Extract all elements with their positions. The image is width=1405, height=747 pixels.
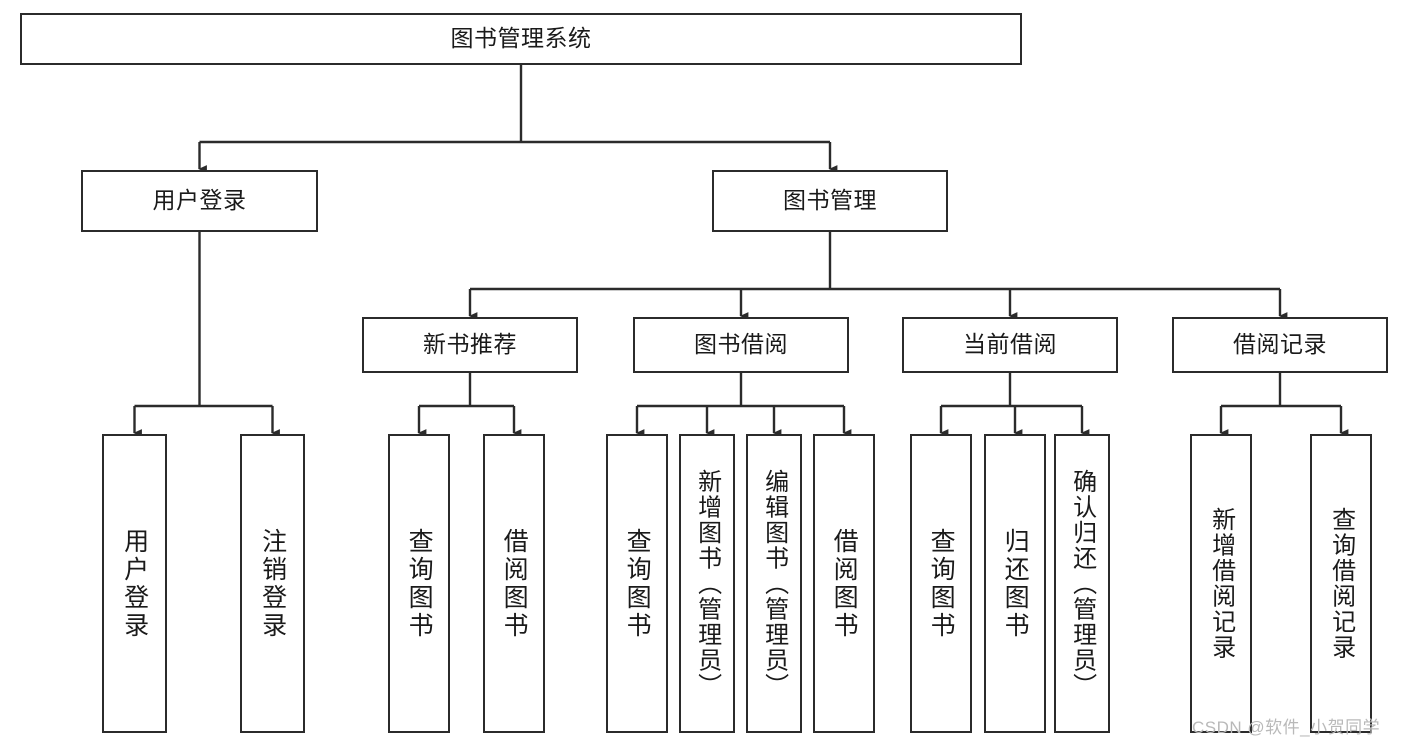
node-root: 图书管理系统 bbox=[20, 13, 1022, 65]
node-leaf-query-book-3: 查询图书 bbox=[910, 434, 972, 733]
node-book-borrow: 图书借阅 bbox=[633, 317, 849, 373]
node-label-leaf-confirm-return: 确认归还（管理员） bbox=[1068, 468, 1096, 699]
node-label-leaf-query-book-2: 查询图书 bbox=[623, 527, 652, 640]
node-label-leaf-query-record: 查询借阅记录 bbox=[1327, 507, 1355, 660]
node-leaf-user-login: 用户登录 bbox=[102, 434, 167, 733]
node-leaf-borrow-book-2: 借阅图书 bbox=[813, 434, 875, 733]
node-leaf-return-book: 归还图书 bbox=[984, 434, 1046, 733]
node-leaf-borrow-book-1: 借阅图书 bbox=[483, 434, 545, 733]
node-leaf-edit-book: 编辑图书（管理员） bbox=[746, 434, 802, 733]
node-label-leaf-query-book-3: 查询图书 bbox=[927, 527, 956, 640]
node-label-leaf-logout: 注销登录 bbox=[258, 527, 287, 640]
node-label-new-book-rec: 新书推荐 bbox=[423, 331, 517, 358]
node-new-book-rec: 新书推荐 bbox=[362, 317, 578, 373]
node-label-leaf-add-book: 新增图书（管理员） bbox=[693, 468, 721, 699]
node-leaf-query-book-2: 查询图书 bbox=[606, 434, 668, 733]
node-book-manage: 图书管理 bbox=[712, 170, 948, 232]
node-leaf-query-record: 查询借阅记录 bbox=[1310, 434, 1372, 733]
node-label-leaf-add-record: 新增借阅记录 bbox=[1207, 507, 1235, 660]
node-label-borrow-record: 借阅记录 bbox=[1233, 331, 1327, 358]
node-label-leaf-query-book-1: 查询图书 bbox=[405, 527, 434, 640]
node-current-borrow: 当前借阅 bbox=[902, 317, 1118, 373]
node-leaf-add-record: 新增借阅记录 bbox=[1190, 434, 1252, 733]
node-label-leaf-borrow-book-1: 借阅图书 bbox=[500, 527, 529, 640]
node-label-book-borrow: 图书借阅 bbox=[694, 331, 788, 358]
node-label-root: 图书管理系统 bbox=[450, 25, 592, 52]
node-leaf-logout: 注销登录 bbox=[240, 434, 305, 733]
watermark: CSDN @软件_小贺同学 bbox=[1192, 718, 1381, 737]
node-leaf-query-book-1: 查询图书 bbox=[388, 434, 450, 733]
node-label-current-borrow: 当前借阅 bbox=[963, 331, 1057, 358]
node-borrow-record: 借阅记录 bbox=[1172, 317, 1388, 373]
node-label-leaf-return-book: 归还图书 bbox=[1001, 527, 1030, 640]
node-label-leaf-borrow-book-2: 借阅图书 bbox=[830, 527, 859, 640]
node-label-user-login: 用户登录 bbox=[152, 187, 247, 214]
node-label-leaf-user-login: 用户登录 bbox=[120, 527, 149, 640]
node-user-login: 用户登录 bbox=[81, 170, 318, 232]
node-label-leaf-edit-book: 编辑图书（管理员） bbox=[760, 468, 788, 699]
node-leaf-confirm-return: 确认归还（管理员） bbox=[1054, 434, 1110, 733]
node-label-book-manage: 图书管理 bbox=[783, 187, 877, 214]
node-leaf-add-book: 新增图书（管理员） bbox=[679, 434, 735, 733]
